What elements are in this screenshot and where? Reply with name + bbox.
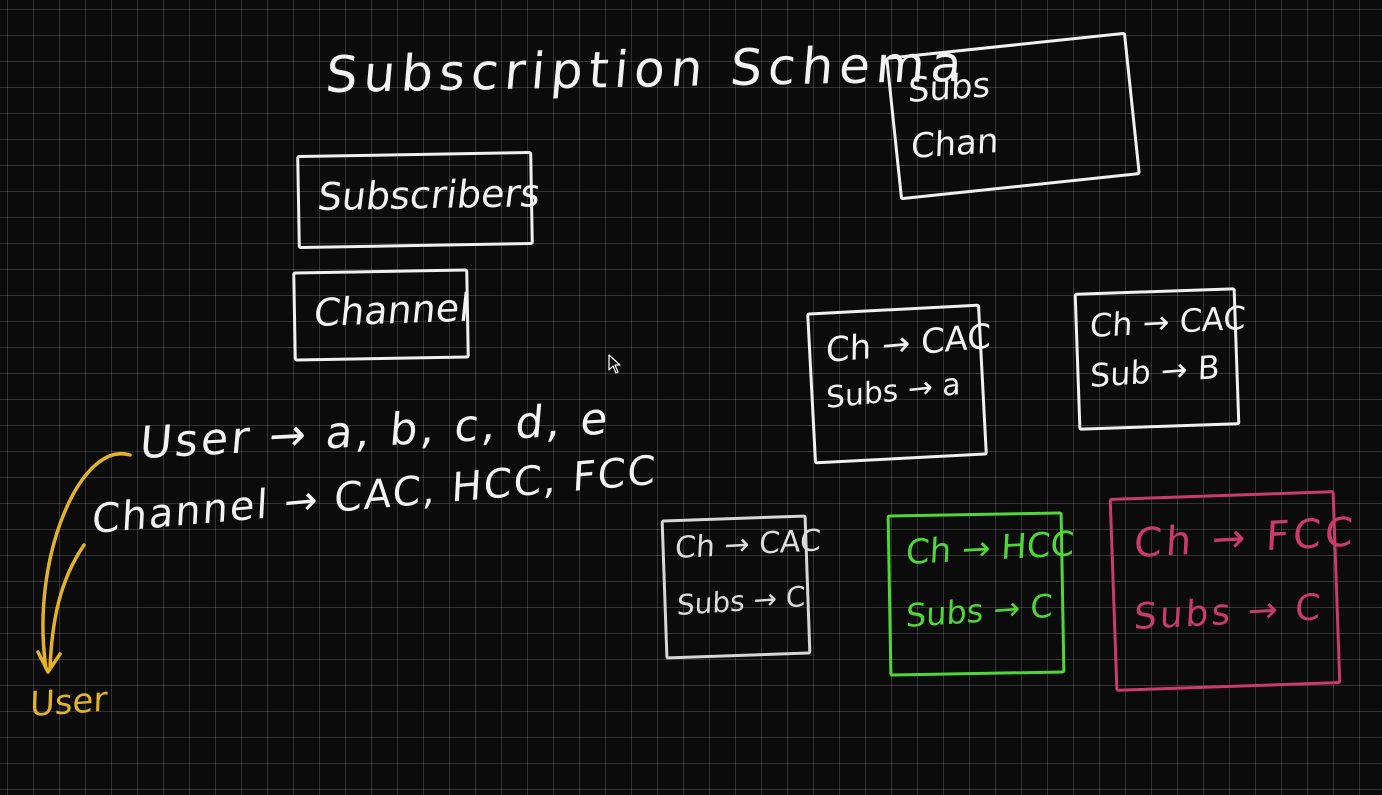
record-subs-line: Subs → C bbox=[1132, 586, 1325, 639]
subscribers-table-label: Subscribers bbox=[315, 171, 543, 220]
fields-box bbox=[885, 31, 1141, 201]
user-annotation-label: User bbox=[29, 679, 109, 726]
record-channel-line: Ch → HCC bbox=[904, 524, 1076, 574]
channel-table-label: Channel bbox=[311, 285, 473, 336]
record-subs-line: Subs → C bbox=[905, 586, 1054, 636]
fields-subs-label: Subs bbox=[907, 65, 991, 112]
user-definition: User → a, b, c, d, e bbox=[137, 393, 613, 470]
annotation-arrowhead bbox=[36, 650, 62, 674]
record-channel-line: Ch → FCC bbox=[1132, 509, 1358, 568]
channel-curve-arrow-stroke bbox=[48, 543, 86, 670]
fields-chan-label: Chan bbox=[910, 120, 1000, 168]
user-curve-arrow-stroke bbox=[41, 451, 132, 670]
mouse-cursor-icon bbox=[608, 354, 621, 374]
diagram-title: Subscription Schema bbox=[323, 34, 971, 105]
record-channel-line: Ch → CAC bbox=[1089, 298, 1247, 346]
record-subs-line: Sub → B bbox=[1089, 347, 1221, 396]
record-channel-line: Ch → CAC bbox=[674, 523, 822, 567]
